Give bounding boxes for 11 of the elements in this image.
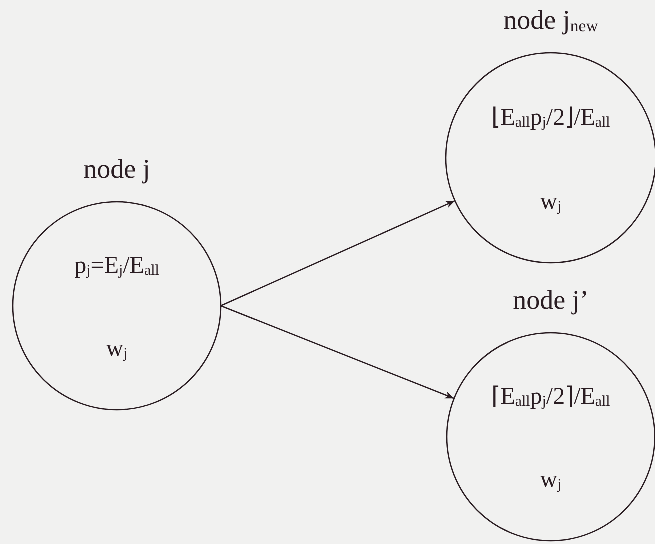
weight-text: w$_{j}$ — [540, 467, 562, 494]
arrow — [220, 200, 456, 307]
node-heading: node j$_{new}$ — [504, 5, 598, 35]
formula-text: p$_{j}$=E$_{j}$/E$_{all}$ — [74, 253, 160, 279]
node-heading: node j’ — [513, 285, 589, 315]
node-heading: node j — [84, 154, 150, 184]
formula-text: ⌊E$_{all}$p$_{j}$/2⌋/E$_{all}$ — [492, 104, 610, 130]
weight-text: w$_{j}$ — [540, 188, 562, 214]
formula-text: ⌈E$_{all}$p$_{j}$/2⌉/E$_{all}$ — [492, 384, 610, 410]
weight-text: w$_{j}$ — [106, 336, 128, 362]
arrow — [220, 305, 455, 400]
